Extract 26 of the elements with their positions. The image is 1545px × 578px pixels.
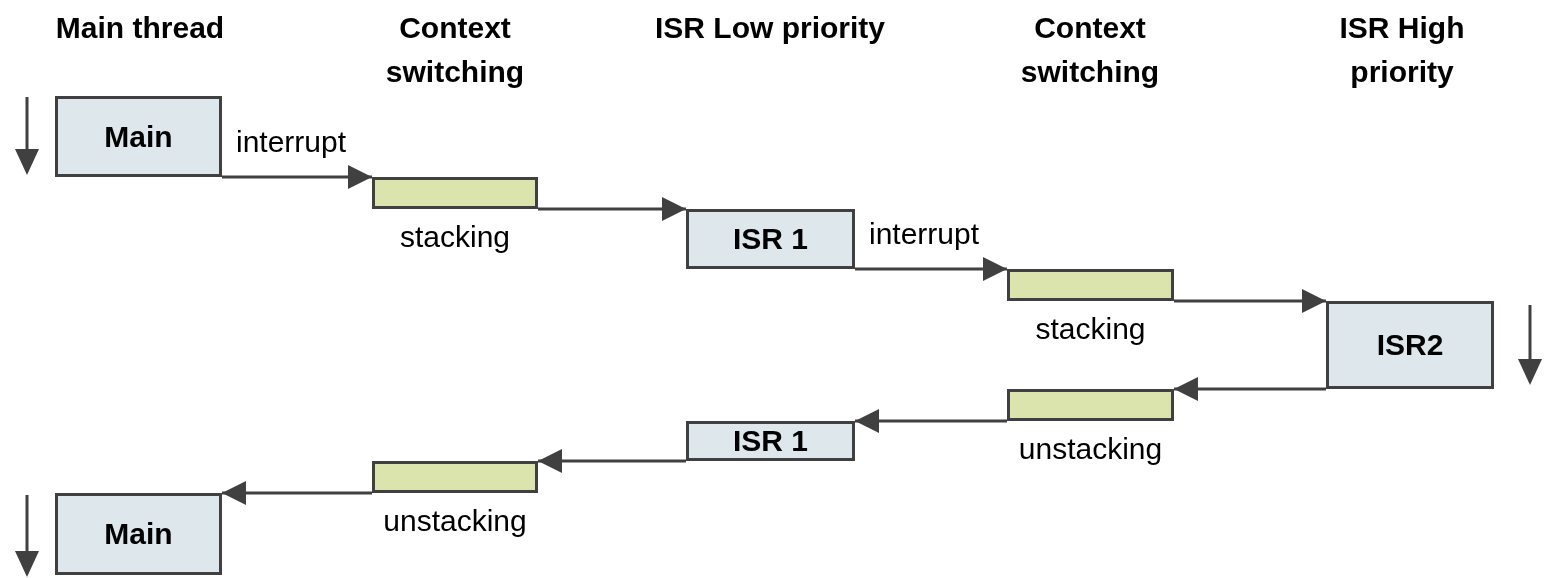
column-heading: ISR Low priority — [655, 10, 885, 46]
process-box: Main — [55, 96, 222, 177]
process-box: ISR2 — [1326, 301, 1494, 389]
arrow — [538, 197, 686, 221]
process-box: Main — [55, 493, 222, 575]
column-heading: Context switching — [1019, 10, 1161, 90]
bar-caption: unstacking — [1017, 431, 1164, 467]
arrow — [1174, 377, 1326, 401]
arrow — [855, 409, 1007, 433]
process-box: ISR 1 — [686, 421, 855, 461]
process-box: ISR 1 — [686, 209, 855, 269]
bar-caption: stacking — [1034, 311, 1147, 347]
progress-bar — [1007, 269, 1174, 301]
arrow — [222, 165, 372, 189]
progress-bar — [1007, 389, 1174, 421]
arrow — [222, 481, 372, 505]
arrow — [1174, 289, 1326, 313]
bar-caption: stacking — [398, 219, 512, 255]
arrow — [855, 257, 1007, 281]
column-heading: Context switching — [384, 10, 526, 90]
bar-caption: unstacking — [382, 503, 528, 539]
progress-bar — [372, 177, 538, 209]
arrow — [538, 449, 686, 473]
column-heading: Main thread — [54, 10, 226, 46]
progress-bar — [372, 461, 538, 493]
column-heading: ISR High priority — [1338, 10, 1466, 90]
